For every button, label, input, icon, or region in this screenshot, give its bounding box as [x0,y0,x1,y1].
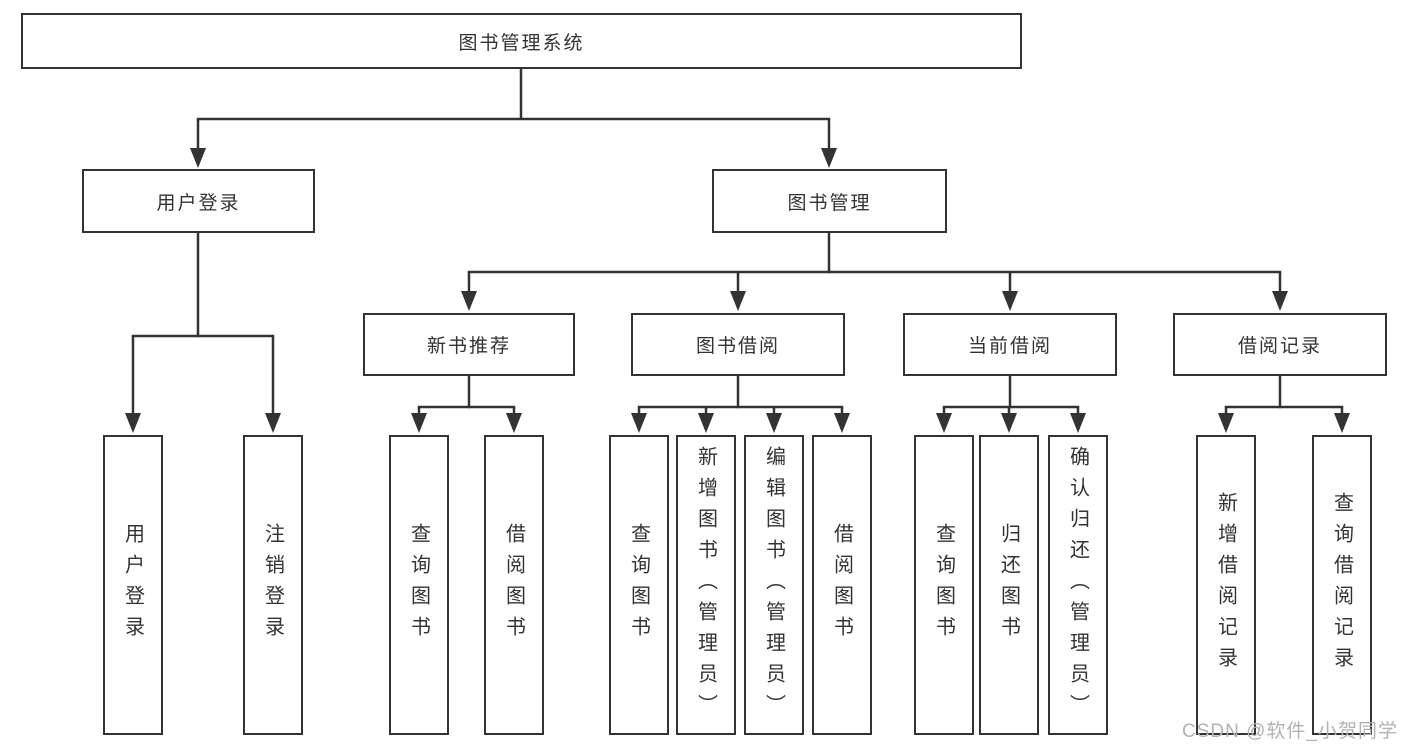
node-leaf-nbr-borrow-books: 借阅图书 [484,435,544,735]
node-current-borrow: 当前借阅 [903,313,1117,376]
node-leaf-bb-add-books-admin: 新增图书（管理员） [676,435,736,735]
arrowheads [125,148,1350,433]
node-leaf-cb-return-books: 归还图书 [979,435,1039,735]
watermark-text: CSDN @软件_小贺同学 [1182,721,1398,742]
node-book-management: 图书管理 [712,169,947,233]
node-leaf-bb-borrow-books: 借阅图书 [812,435,872,735]
node-leaf-bb-edit-books-admin: 编辑图书（管理员） [744,435,804,735]
node-leaf-cb-query-books: 查询图书 [914,435,974,735]
node-leaf-bb-query-books: 查询图书 [609,435,669,735]
node-book-borrow: 图书借阅 [631,313,845,376]
node-user-login: 用户登录 [82,169,315,233]
node-new-book-recommend: 新书推荐 [363,313,575,376]
node-leaf-nbr-query-books: 查询图书 [389,435,449,735]
node-leaf-br-query-record: 查询借阅记录 [1312,435,1372,735]
node-leaf-logout: 注销登录 [243,435,303,735]
node-leaf-cb-confirm-return-admin: 确认归还（管理员） [1048,435,1108,735]
node-leaf-br-add-record: 新增借阅记录 [1196,435,1256,735]
node-leaf-user-login: 用户登录 [103,435,163,735]
node-borrow-records: 借阅记录 [1173,313,1387,376]
node-root: 图书管理系统 [21,13,1022,69]
